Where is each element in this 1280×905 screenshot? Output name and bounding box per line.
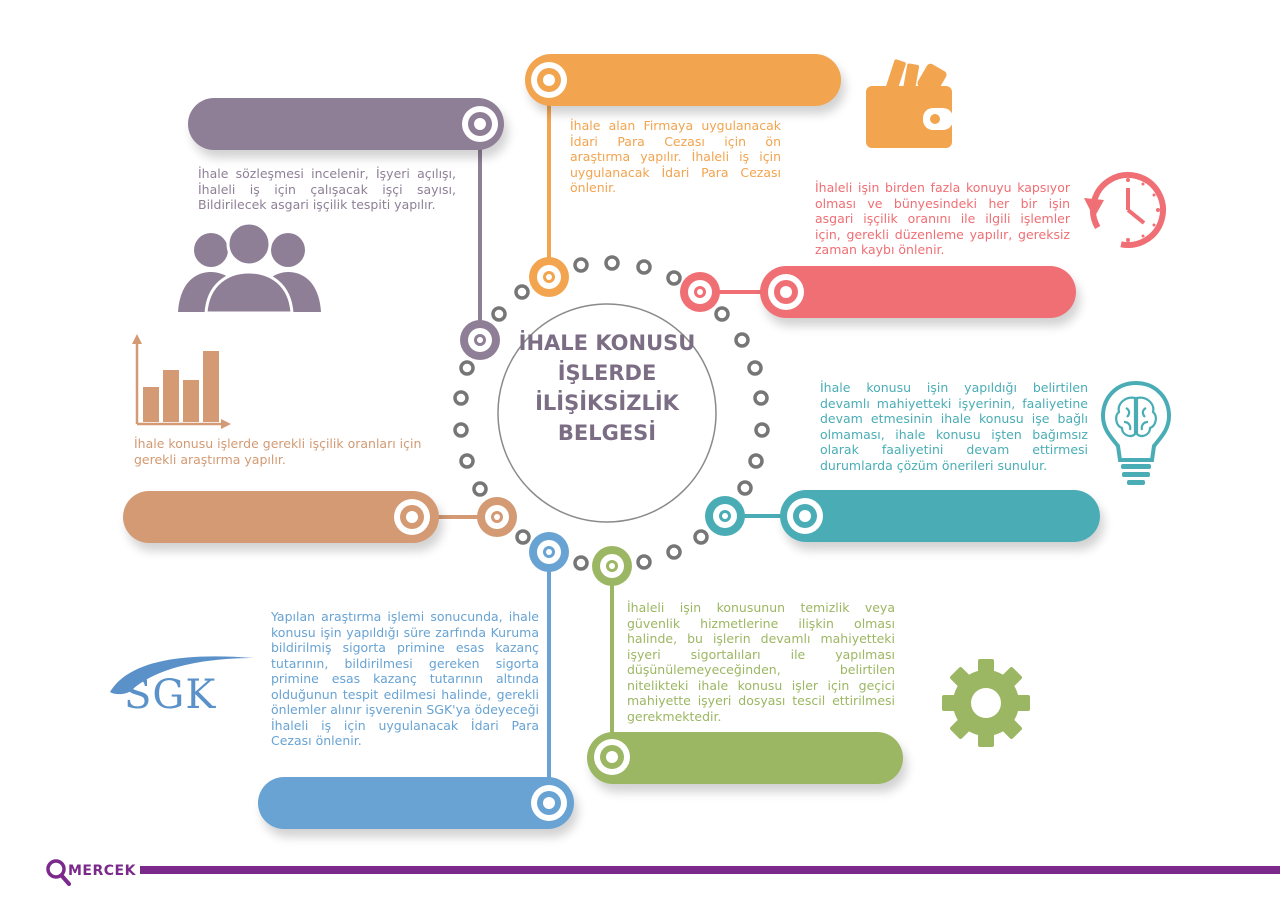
text-purple: İhale sözleşmesi incelenir, İşyeri açılı…: [198, 166, 456, 212]
node-brown: [477, 497, 517, 537]
pill-brown: [123, 491, 439, 543]
node-green: [592, 546, 632, 586]
title-line: BELGESİ: [557, 421, 657, 445]
pill-purple: [188, 98, 504, 150]
sgk-logo: SGK: [124, 672, 217, 718]
brain-bulb-icon: [1100, 380, 1172, 485]
node-blue: [529, 532, 569, 572]
text-orange: İhale alan Firmaya uygulanacak İdari Par…: [570, 118, 781, 195]
text-green: İhaleli işin konusunun temizlik veya güv…: [627, 600, 895, 724]
center-title: İHALE KONUSU İŞLERDE İLİŞİKSİZLİK BELGES…: [497, 328, 717, 448]
pill-orange: [525, 54, 841, 106]
title-line: İHALE KONUSU: [518, 331, 696, 355]
sgk-swoosh: [110, 656, 254, 695]
people-icon: [178, 222, 321, 314]
text-brown: İhale konusu işlerde gerekli işçilik ora…: [134, 436, 422, 467]
clock-icon: [1084, 172, 1166, 248]
center-circle: [497, 303, 717, 523]
pill-red: [760, 266, 1076, 318]
magnifier-icon: [46, 859, 71, 886]
footer-bar: [140, 866, 1280, 874]
text-red: İhaleli işin birden fazla konuyu kapsıyo…: [815, 180, 1070, 257]
bar-chart-icon: [132, 334, 231, 429]
node-teal: [705, 496, 745, 536]
title-line: İLİŞİKSİZLİK: [535, 391, 679, 415]
pill-blue: [258, 777, 574, 829]
text-teal: İhale konusu işin yapıldığı belirtilen d…: [820, 380, 1088, 473]
pill-teal: [780, 490, 1100, 542]
pill-green: [587, 732, 903, 784]
gear-icon: [942, 659, 1030, 747]
footer-brand: MERCEK: [68, 863, 136, 879]
wallet-icon: [866, 59, 953, 148]
title-line: İŞLERDE: [557, 361, 657, 385]
text-blue: Yapılan araştırma işlemi sonucunda, ihal…: [271, 609, 539, 748]
ring-dots: [453, 255, 770, 571]
node-purple: [460, 320, 500, 360]
node-orange: [529, 257, 569, 297]
node-red: [680, 272, 720, 312]
